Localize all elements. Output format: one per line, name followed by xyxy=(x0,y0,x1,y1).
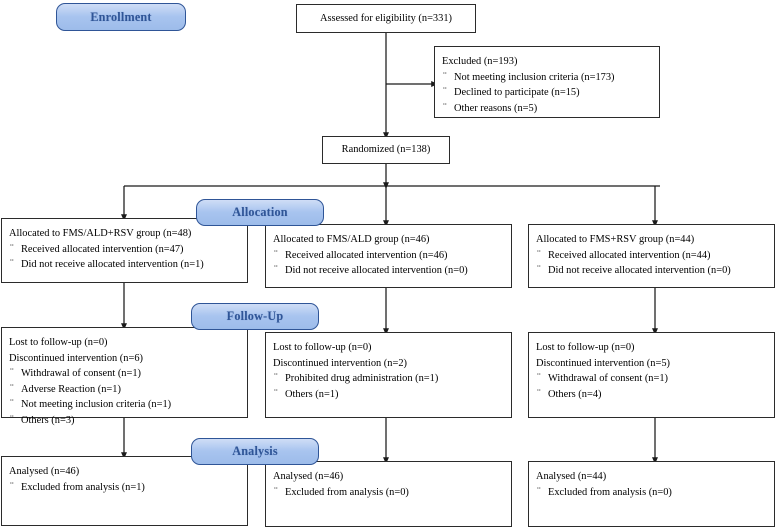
allocation-2-line-1: Received allocated intervention (n=46) xyxy=(273,247,504,264)
randomized-line-0: Randomized (n=138) xyxy=(341,144,431,156)
box-allocation-arm-3: Allocated to FMS+RSV group (n=44) Receiv… xyxy=(528,224,775,288)
box-allocation-arm-1: Allocated to FMS/ALD+RSV group (n=48) Re… xyxy=(1,218,248,283)
analysis-3-line-0: Analysed (n=44) xyxy=(536,471,607,482)
stage-label-analysis: Analysis xyxy=(191,438,319,465)
allocation-3-line-0: Allocated to FMS+RSV group (n=44) xyxy=(536,234,695,245)
box-followup-arm-2: Lost to follow-up (n=0) Discontinued int… xyxy=(265,332,512,418)
box-excluded: Excluded (n=193) Not meeting inclusion c… xyxy=(434,46,660,118)
analysis-1-line-0: Analysed (n=46) xyxy=(9,466,80,477)
box-allocation-arm-2: Allocated to FMS/ALD group (n=46) Receiv… xyxy=(265,224,512,288)
followup-2-line-2: Prohibited drug administration (n=1) xyxy=(273,370,504,387)
box-analysis-arm-1: Analysed (n=46) Excluded from analysis (… xyxy=(1,456,248,526)
excluded-line-3: Other reasons (n=5) xyxy=(442,100,652,117)
stage-label-followup-text: Follow-Up xyxy=(226,309,284,323)
allocation-3-line-2: Did not receive allocated intervention (… xyxy=(536,262,767,279)
box-analysis-arm-3: Analysed (n=44) Excluded from analysis (… xyxy=(528,461,775,527)
followup-1-line-3: Adverse Reaction (n=1) xyxy=(9,381,240,398)
allocation-3-line-1: Received allocated intervention (n=44) xyxy=(536,247,767,264)
excluded-line-1: Not meeting inclusion criteria (n=173) xyxy=(442,69,652,86)
stage-label-followup: Follow-Up xyxy=(191,303,319,330)
box-followup-arm-1: Lost to follow-up (n=0) Discontinued int… xyxy=(1,327,248,427)
analysis-2-line-0: Analysed (n=46) xyxy=(273,471,344,482)
followup-3-line-3: Others (n=4) xyxy=(536,386,767,403)
followup-1-line-5: Others (n=3) xyxy=(9,412,240,429)
followup-2-line-1: Discontinued intervention (n=2) xyxy=(273,357,407,369)
allocation-2-line-2: Did not receive allocated intervention (… xyxy=(273,262,504,279)
allocation-1-line-2: Did not receive allocated intervention (… xyxy=(9,256,240,273)
box-followup-arm-3: Lost to follow-up (n=0) Discontinued int… xyxy=(528,332,775,418)
analysis-1-line-1: Excluded from analysis (n=1) xyxy=(9,479,240,496)
followup-3-line-2: Withdrawal of consent (n=1) xyxy=(536,370,767,387)
assessed-line-0: Assessed for eligibility (n=331) xyxy=(320,12,452,24)
excluded-line-0: Excluded (n=193) xyxy=(442,56,518,67)
followup-2-line-3: Others (n=1) xyxy=(273,386,504,403)
followup-1-line-4: Not meeting inclusion criteria (n=1) xyxy=(9,396,240,413)
analysis-3-line-1: Excluded from analysis (n=0) xyxy=(536,484,767,501)
allocation-2-line-0: Allocated to FMS/ALD group (n=46) xyxy=(273,234,430,245)
analysis-2-line-1: Excluded from analysis (n=0) xyxy=(273,484,504,501)
followup-3-line-0: Lost to follow-up (n=0) xyxy=(536,342,635,353)
box-assessed-for-eligibility: Assessed for eligibility (n=331) xyxy=(296,4,476,33)
box-analysis-arm-2: Analysed (n=46) Excluded from analysis (… xyxy=(265,461,512,527)
allocation-1-line-1: Received allocated intervention (n=47) xyxy=(9,241,240,258)
followup-1-line-1: Discontinued intervention (n=6) xyxy=(9,352,143,364)
followup-2-line-0: Lost to follow-up (n=0) xyxy=(273,342,372,353)
stage-label-allocation-text: Allocation xyxy=(232,205,288,219)
stage-label-allocation: Allocation xyxy=(196,199,324,226)
stage-label-analysis-text: Analysis xyxy=(232,444,278,458)
followup-3-line-1: Discontinued intervention (n=5) xyxy=(536,357,670,369)
stage-label-enrollment: Enrollment xyxy=(56,3,186,31)
excluded-line-2: Declined to participate (n=15) xyxy=(442,84,652,101)
allocation-1-line-0: Allocated to FMS/ALD+RSV group (n=48) xyxy=(9,228,192,239)
stage-label-enrollment-text: Enrollment xyxy=(90,9,152,24)
followup-1-line-0: Lost to follow-up (n=0) xyxy=(9,337,108,348)
followup-1-line-2: Withdrawal of consent (n=1) xyxy=(9,365,240,382)
box-randomized: Randomized (n=138) xyxy=(322,136,450,164)
